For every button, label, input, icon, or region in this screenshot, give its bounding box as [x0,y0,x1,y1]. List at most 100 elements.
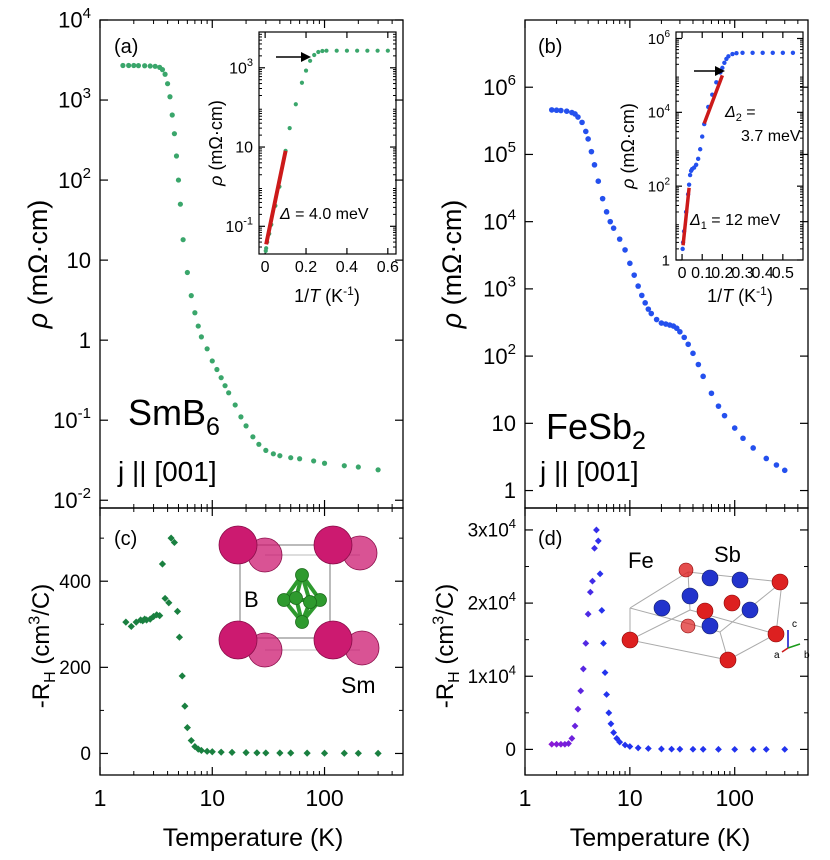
data-point [762,745,770,753]
data-point [142,63,148,69]
data-point [571,722,579,730]
fit-label-2-value: 3.7 meV [741,128,801,145]
data-point [653,316,660,323]
data-point [192,310,198,316]
fe-atom [767,625,785,643]
data-point [311,458,317,464]
inset-data-point [722,60,727,65]
data-point [575,114,581,120]
data-point [355,464,361,470]
data-point [610,225,617,231]
data-point [603,209,610,215]
crystal-structure-smb6: BSm [218,525,380,698]
data-point [242,749,250,757]
fe-atom [723,594,741,612]
data-point [228,748,236,756]
y-axis-title: -RH (cm3/C) [430,584,463,708]
inset-data-point [308,58,313,63]
data-point [579,665,587,673]
data-point [170,538,179,547]
data-point [599,195,606,202]
sb-atom [731,571,749,589]
x-tick-label: 100 [305,785,343,811]
y-tick-label: 0 [80,744,91,765]
sb-atom [701,617,719,635]
inset-data-point [299,80,305,85]
inset-data-point [700,134,705,139]
data-point [548,740,556,748]
data-point [152,63,158,69]
b-atom [303,595,317,609]
data-point [156,612,164,620]
plateau-arrowhead [301,52,311,62]
data-point [658,745,665,753]
data-point [596,570,604,578]
data-point [750,445,756,451]
data-point [721,412,728,419]
unit-cell-edge [629,639,729,661]
inset-data-point [740,50,745,55]
data-point [175,177,182,183]
data-point [263,447,269,453]
data-point [303,749,311,757]
data-point [198,334,204,340]
inset-data-point [790,50,796,55]
data-point [177,201,183,207]
panel-label: (d) [538,528,562,550]
data-point [203,747,211,755]
data-point [320,749,329,757]
sm-atom [313,620,353,660]
data-point [262,749,270,757]
data-point [731,425,738,431]
x-tick-label: 10 [617,785,643,811]
y-tick-label: 10-1 [53,405,91,433]
y-tick-label: 103 [58,85,91,113]
inset-data-point [714,80,719,85]
inset-data-point [375,48,380,53]
inset-data-point [293,102,298,107]
inset-data-point [355,48,360,53]
plot-frame [675,31,804,261]
data-point [591,162,598,168]
data-point [603,691,610,698]
material-label: FeSb2 [546,406,646,455]
y-axis-title: ρ (mΩ·cm) [618,103,638,190]
data-point [579,119,585,126]
data-point [184,269,190,276]
data-point [226,390,232,396]
inset-data-point [697,147,703,152]
x-tick-label: 0.1 [691,265,713,282]
fe-atom [719,651,737,669]
data-point [553,107,560,114]
x-tick-label: 1 [94,785,107,811]
data-point [781,467,788,474]
x-tick-label: 0 [678,265,687,282]
data-point [593,526,600,534]
inset-data-point [726,54,731,59]
data-point [584,610,592,618]
plot-frame [258,31,397,255]
x-tick-label: 0.5 [772,265,794,282]
unit-cell-edge [629,571,689,609]
data-point [781,745,789,753]
inset-data-point [770,50,775,55]
inset-x-title: 1/T (K-1) [294,284,360,306]
y-tick-label: 10 [235,140,253,157]
data-point [565,740,572,747]
axis-label-a: a [774,650,780,661]
fit-line [264,150,288,245]
y-tick-label: 103 [483,274,516,302]
y-tick-label: 102 [648,177,671,196]
data-point [208,748,216,756]
data-point [644,745,652,752]
data-point [173,607,182,615]
data-point [183,724,191,732]
x-tick-label: 0 [261,259,270,276]
inset-data-point [734,50,739,56]
data-point [135,63,142,69]
data-point [568,735,576,742]
data-point [178,672,186,680]
data-point [676,745,684,753]
data-point [321,460,328,466]
